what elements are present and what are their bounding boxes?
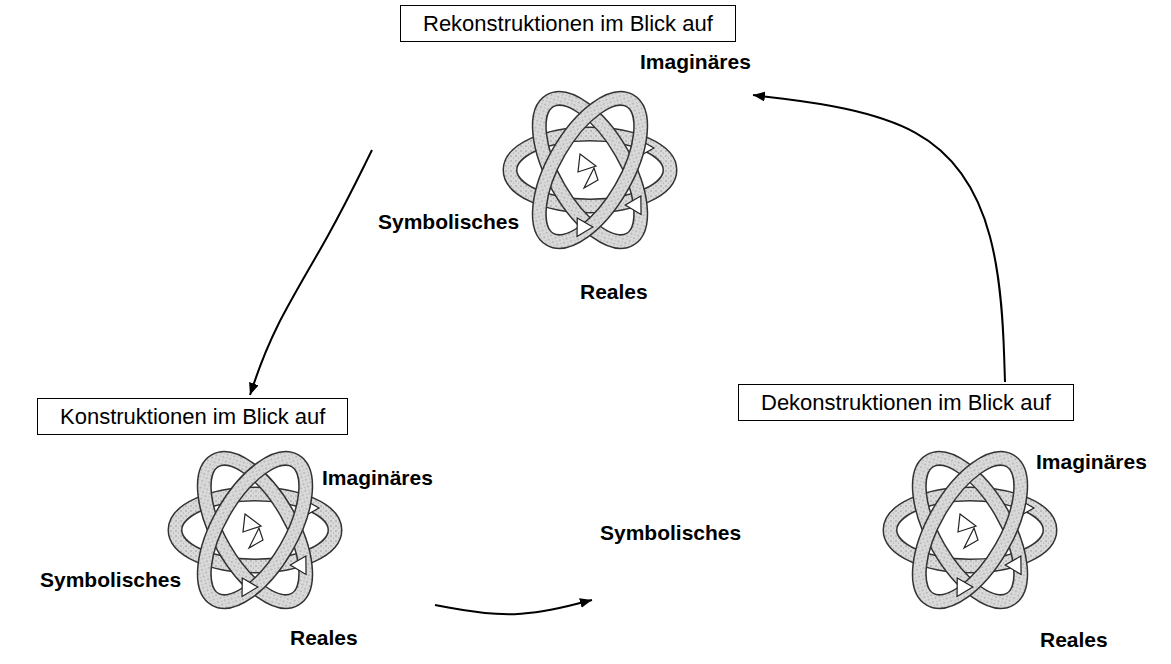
ring-label: Reales: [290, 626, 358, 650]
ring-label: Reales: [580, 280, 648, 304]
ring-label: Symbolisches: [40, 568, 181, 592]
ring-label: Imaginäres: [640, 50, 751, 74]
cycle-arrow: [250, 150, 372, 395]
knot-group: Dekonstruktionen im Blick aufImaginäresS…: [592, 382, 1149, 654]
ring-label: Imaginäres: [322, 466, 433, 490]
ring-label: Imaginäres: [1036, 450, 1147, 474]
ring-label: Symbolisches: [378, 210, 519, 234]
borromean-knot: [890, 443, 1050, 618]
heading-box: Konstruktionen im Blick auf: [37, 398, 348, 435]
heading-box: Dekonstruktionen im Blick auf: [738, 384, 1074, 421]
knot-group: Rekonstruktionen im Blick aufImaginäresS…: [372, 5, 753, 306]
heading-box: Rekonstruktionen im Blick auf: [400, 5, 736, 42]
cycle-arrow: [753, 95, 1005, 382]
borromean-knot: [175, 443, 335, 618]
ring-label: Reales: [1040, 628, 1108, 652]
knot-group: Konstruktionen im Blick aufImaginäresSym…: [35, 395, 435, 652]
ring-label: Symbolisches: [600, 521, 741, 545]
borromean-knot: [510, 83, 670, 258]
cycle-arrow: [435, 600, 592, 614]
